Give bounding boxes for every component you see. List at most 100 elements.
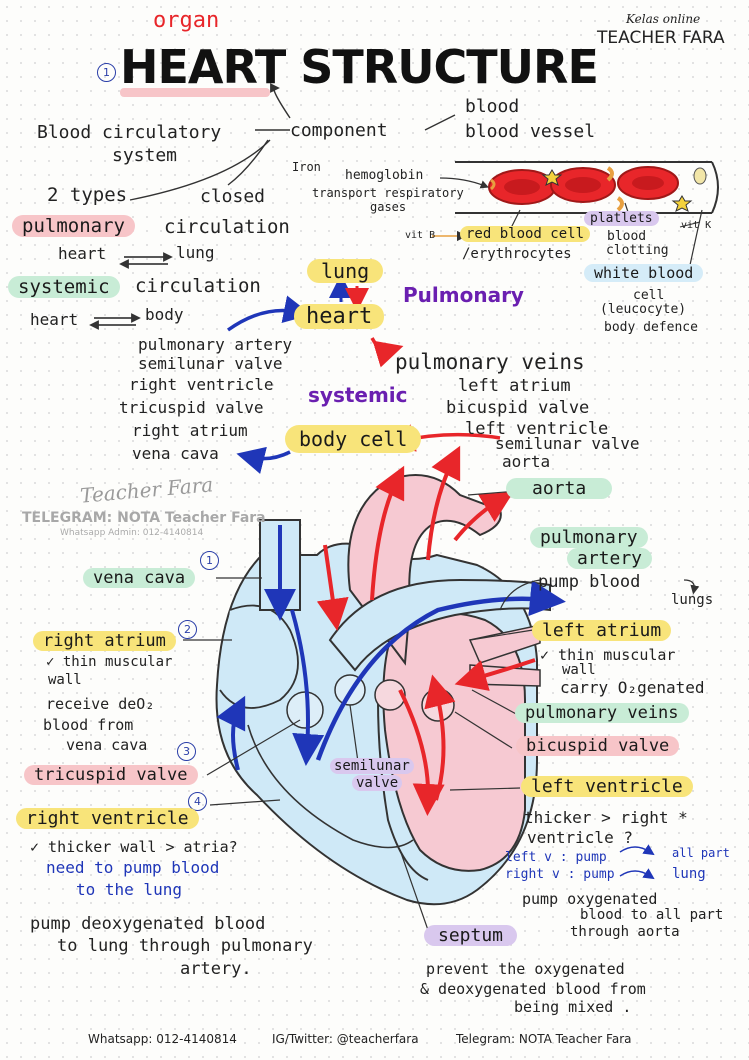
circulation-label-1: circulation	[164, 216, 290, 238]
lv-note-5: pump oxygenated	[522, 890, 658, 908]
systemic-heading: systemic	[308, 383, 408, 407]
semilunar-tag-1: semilunar	[330, 758, 414, 774]
rv-note-3: to the lung	[76, 880, 182, 899]
wbc-tag: white blood	[584, 264, 704, 282]
title-number: 1	[97, 63, 116, 82]
brand-name: TEACHER FARA	[597, 28, 725, 48]
la-note-3: carry O₂genated	[560, 678, 705, 697]
system-label: Blood circulatory	[37, 122, 222, 143]
footer-ig: IG/Twitter: @teacherfara	[272, 1032, 419, 1046]
clotting-label-2: clotting	[606, 243, 669, 258]
lungs-label: lungs	[671, 592, 714, 608]
footer-telegram: Telegram: NOTA Teacher Fara	[456, 1032, 632, 1046]
heart-box: heart	[294, 304, 385, 329]
leucocyte-label: (leucocyte)	[600, 302, 687, 317]
heart-label-2: heart	[30, 310, 79, 329]
septum-note-2: & deoxygenated blood from	[420, 980, 646, 998]
vessel-label: blood vessel	[465, 121, 596, 142]
septum-note-3: being mixed .	[514, 998, 632, 1016]
flow-left-3: right ventricle	[129, 375, 274, 394]
rv-note-2: need to pump blood	[46, 858, 220, 877]
footer-whatsapp: Whatsapp: 012-4140814	[88, 1032, 237, 1046]
ra-note-4: blood from	[43, 716, 134, 734]
bicuspid-tag: bicuspid valve	[516, 736, 680, 756]
flow-right-5: semilunar valve	[495, 434, 640, 453]
title-highlight	[120, 88, 270, 97]
watermark-telegram: TELEGRAM: NOTA Teacher Fara	[22, 510, 266, 526]
pulmonary-veins-tag: pulmonary veins	[515, 703, 689, 723]
component-label: component	[290, 120, 388, 141]
blood-vessel-illustration	[455, 161, 719, 214]
rv-note-6: artery.	[180, 959, 252, 979]
marker-2: 2	[178, 620, 197, 639]
marker-1: 1	[200, 551, 219, 570]
erythrocytes-label: /erythrocytes	[462, 246, 572, 262]
brand-subtitle: Kelas online	[626, 12, 701, 26]
flow-right-2: left atrium	[458, 376, 571, 396]
vitb-label: vit B	[405, 230, 436, 241]
lv-note-1: thicker > right *	[524, 808, 688, 827]
rv-note-1: ✓ thicker wall > atria?	[30, 838, 238, 856]
flow-right-4: left ventricle	[465, 419, 609, 439]
wbc-cell-label: cell	[633, 288, 665, 303]
lung-box: lung	[307, 259, 384, 283]
lv-note-4: right v : pump	[505, 867, 615, 882]
iron-label: Iron	[292, 160, 321, 174]
flow-right-1: pulmonary veins	[395, 350, 585, 374]
tricuspid-tag: tricuspid valve	[24, 765, 198, 785]
ra-note-3: receive deO₂	[46, 695, 155, 713]
clotting-label-1: blood	[607, 229, 647, 244]
system-label-2: system	[112, 145, 178, 166]
closed-label: closed	[200, 186, 266, 207]
right-atrium-tag: right atrium	[33, 631, 176, 651]
flow-right-6: aorta	[502, 452, 551, 471]
septum-tag: septum	[424, 925, 518, 946]
types-label: 2 types	[47, 184, 128, 206]
body-cell-box: body cell	[285, 425, 422, 453]
right-ventricle-tag: right ventricle	[16, 808, 199, 829]
ra-note-2: wall	[48, 672, 82, 688]
vitk-label: vit K	[681, 220, 712, 231]
aorta-tag: aorta	[506, 478, 613, 499]
organ-label: organ	[153, 8, 220, 33]
left-ventricle-tag: left ventricle	[521, 776, 693, 797]
ra-note-1: ✓ thin muscular	[46, 654, 173, 670]
rv-note-5: to lung through pulmonary	[57, 936, 313, 956]
vena-cava-tag: vena cava	[83, 568, 196, 588]
lv-note-2: ventricle ?	[527, 828, 633, 847]
transport-label: transport respiratory	[312, 186, 464, 200]
semilunar-tag-2: valve	[352, 775, 403, 791]
lv-note-7: through aorta	[570, 924, 680, 940]
lv-note-3b: all part	[672, 846, 730, 860]
la-note-2: wall	[562, 662, 596, 678]
flow-left-6: vena cava	[132, 444, 219, 463]
hemoglobin-label: hemoglobin	[345, 168, 424, 183]
lv-note-6: blood to all part	[580, 907, 724, 923]
lung-label-1: lung	[176, 243, 215, 262]
defence-label: body defence	[604, 320, 698, 335]
pump-blood-label: pump blood	[538, 572, 641, 592]
body-label: body	[145, 305, 184, 324]
flow-left-5: right atrium	[132, 421, 248, 440]
rv-note-4: pump deoxygenated blood	[30, 914, 266, 934]
pulmonary-tag: pulmonary	[12, 215, 135, 237]
heart-illustration	[215, 445, 566, 906]
systemic-tag: systemic	[8, 276, 120, 298]
blood-label: blood	[465, 96, 520, 117]
circulation-label-2: circulation	[135, 275, 261, 297]
flow-left-1: pulmonary artery	[138, 335, 293, 354]
pulmonary-heading: Pulmonary	[403, 283, 524, 307]
lv-note-3: left v : pump	[505, 850, 607, 865]
rbc-tag: red blood cell	[460, 226, 591, 242]
ra-note-5: vena cava	[66, 736, 148, 754]
pulmonary-artery-tag-2: artery	[567, 548, 653, 569]
heart-label-1: heart	[58, 244, 107, 263]
flow-left-4: tricuspid valve	[119, 398, 264, 417]
lv-note-4b: lung	[672, 866, 706, 882]
gases-label: gases	[370, 200, 407, 214]
septum-note-1: prevent the oxygenated	[426, 960, 625, 978]
marker-4: 4	[188, 792, 207, 811]
page-title: HEART STRUCTURE	[120, 40, 599, 94]
la-note-1: ✓ thin muscular	[540, 646, 676, 664]
